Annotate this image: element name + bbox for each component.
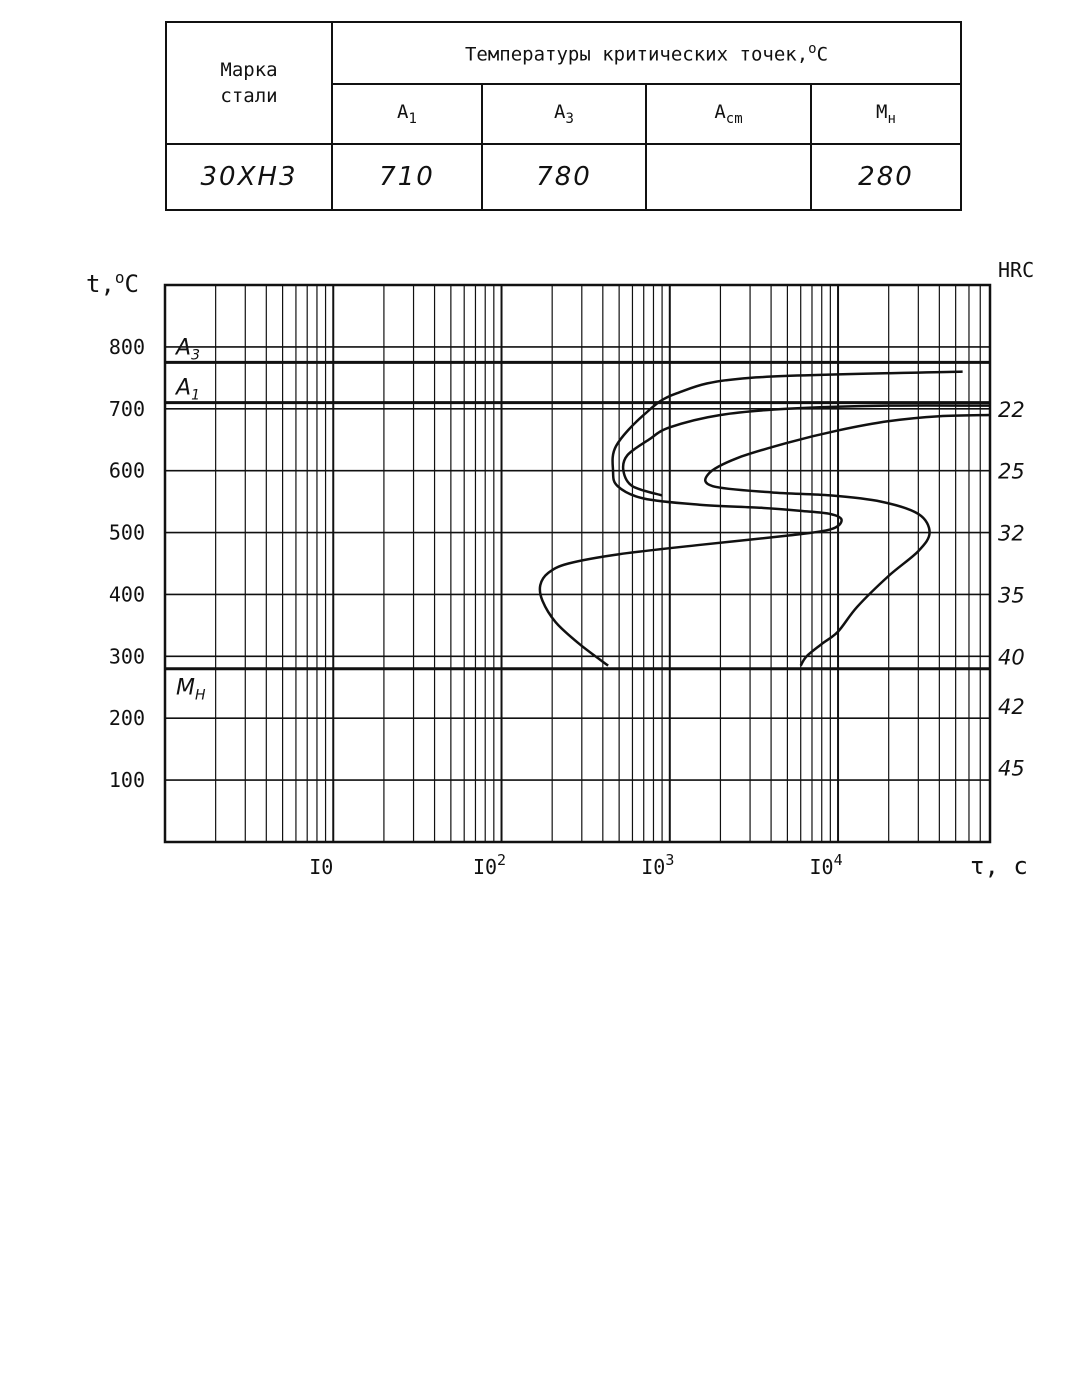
x-tick-label: I02 xyxy=(473,851,506,879)
grade-header-line2: стали xyxy=(220,85,278,107)
hrc-value-label: 40 xyxy=(998,645,1025,669)
y-axis-label: t,оС xyxy=(86,268,139,298)
plot-frame xyxy=(163,283,992,844)
col-header-acm: Аcm xyxy=(645,83,812,145)
cell-acm xyxy=(645,143,812,211)
grade-header-line1: Марка xyxy=(220,59,278,81)
x-tick-label: I04 xyxy=(809,851,842,879)
col-header-a3: А3 xyxy=(481,83,647,145)
curves xyxy=(538,370,991,667)
temps-header-cell: Температуры критических точек,оС xyxy=(331,21,962,85)
x-tick-label: I0 xyxy=(309,855,333,879)
critical-points-table: Марка стали Температуры критических точе… xyxy=(165,21,962,211)
hrc-value-label: 45 xyxy=(998,757,1025,781)
col-header-a1: А1 xyxy=(331,83,483,145)
grid xyxy=(165,285,990,842)
hrc-value-label: 25 xyxy=(998,460,1025,484)
x-tick-label: I03 xyxy=(641,851,674,879)
critical-lines xyxy=(165,360,990,671)
y-tick-label: 200 xyxy=(109,706,145,730)
upper-middle-curve xyxy=(621,404,991,497)
y-tick-label: 700 xyxy=(109,397,145,421)
y-tick-label: 500 xyxy=(109,521,145,545)
start-curve xyxy=(538,370,963,667)
cell-mn: 280 xyxy=(810,143,962,211)
hrc-value-label: 32 xyxy=(998,522,1025,546)
cell-grade: 30ХН3 xyxy=(165,143,333,211)
cell-a1: 710 xyxy=(331,143,483,211)
hrc-value-label: 22 xyxy=(998,398,1025,422)
temps-header-unit: С xyxy=(816,43,829,66)
y-tick-label: 600 xyxy=(109,459,145,483)
ttt-diagram: t,оС τ, с HRC 100 200 300 400 500 600 700 800I0… xyxy=(86,258,1034,880)
end-curve xyxy=(703,413,991,667)
y-tick-label: 400 xyxy=(109,582,145,606)
critical-line-label: MH xyxy=(176,676,206,704)
hrc-axis-label: HRC xyxy=(998,258,1034,282)
temps-header-text: Температуры критических точек, xyxy=(464,43,809,66)
x-axis-label: τ, с xyxy=(970,852,1028,880)
grade-header-cell: Марка стали xyxy=(165,21,333,145)
cell-a3: 780 xyxy=(481,143,647,211)
critical-line-label: A1 xyxy=(174,376,200,404)
y-tick-label: 800 xyxy=(109,335,145,359)
y-tick-label: 300 xyxy=(109,644,145,668)
critical-line-label: A3 xyxy=(174,335,200,363)
labels: t,оС τ, с HRC 100 200 300 400 500 600 700 800I0… xyxy=(86,258,1034,880)
y-tick-label: 100 xyxy=(109,768,145,792)
hrc-value-label: 42 xyxy=(998,695,1025,719)
hrc-value-label: 35 xyxy=(998,583,1025,607)
col-header-mn: Мн xyxy=(810,83,962,145)
temps-header-degree: о xyxy=(808,40,817,57)
